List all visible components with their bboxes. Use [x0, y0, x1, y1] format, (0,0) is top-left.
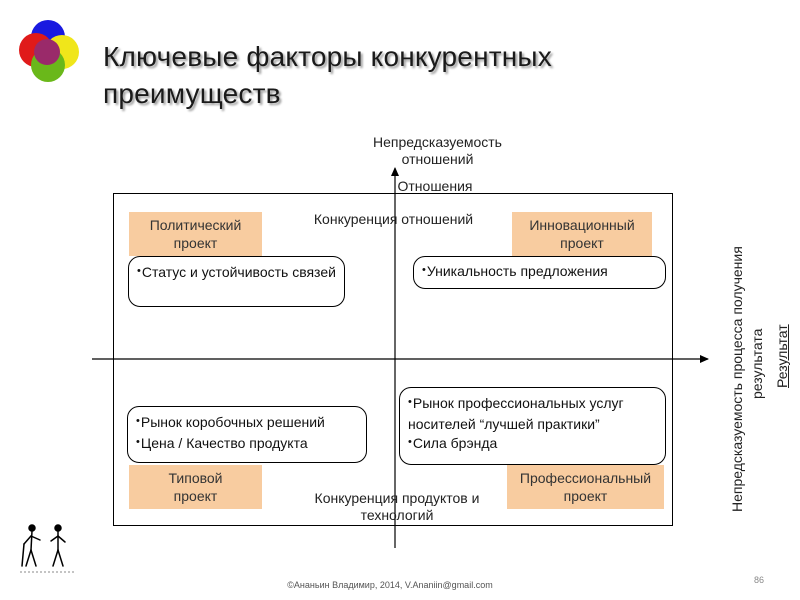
quadrant-frame — [113, 193, 673, 526]
competition-products-label: Конкуренция продуктов и технологий — [314, 490, 480, 523]
footer-credit: ©Ананьин Владимир, 2014, V.Ananiin@gmail… — [287, 580, 493, 590]
right-axis-label-line2: результата — [749, 328, 765, 399]
political-bullets: Статус и устойчивость связей — [128, 256, 345, 307]
professional-project-label: Профессиональный проект — [519, 470, 652, 504]
typical-project-box: Типовой проект — [129, 465, 262, 509]
bullet-item: Рынок профессиональных услуг носителей “… — [408, 394, 657, 434]
innovation-project-label: Инновационный проект — [529, 217, 635, 251]
page-number: 86 — [753, 575, 764, 585]
political-project-box: Политический проект — [129, 212, 262, 256]
slide-title: Ключевые факторы конкурентных преимущест… — [103, 41, 552, 109]
political-project-label: Политический проект — [149, 217, 242, 251]
right-axis-label-line1: Непредсказуемость процесса получения — [729, 246, 745, 512]
professional-project-box: Профессиональный проект — [507, 465, 664, 509]
innovation-bullets: Уникальность предложения — [413, 256, 666, 289]
bullet-item: Статус и устойчивость связей — [137, 263, 336, 284]
bullet-item: Цена / Качество продукта — [136, 434, 358, 455]
bullet-item: Уникальность предложения — [422, 262, 657, 283]
typical-project-label: Типовой проект — [168, 470, 223, 504]
relations-label: Отношения — [397, 178, 473, 194]
innovation-project-box: Инновационный проект — [512, 212, 652, 256]
bullet-item: Сила брэнда — [408, 434, 657, 455]
bullet-item: Рынок коробочных решений — [136, 413, 358, 434]
typical-bullets: Рынок коробочных решений Цена / Качество… — [127, 406, 367, 463]
result-label: Результат — [774, 324, 790, 388]
logo-circles-icon — [19, 20, 79, 82]
stick-figures-icon — [20, 524, 74, 573]
professional-bullets: Рынок профессиональных услуг носителей “… — [399, 387, 666, 465]
competition-relations-label: Конкуренция отношений — [313, 211, 474, 227]
top-axis-label: Непредсказуемость отношений — [373, 134, 502, 167]
